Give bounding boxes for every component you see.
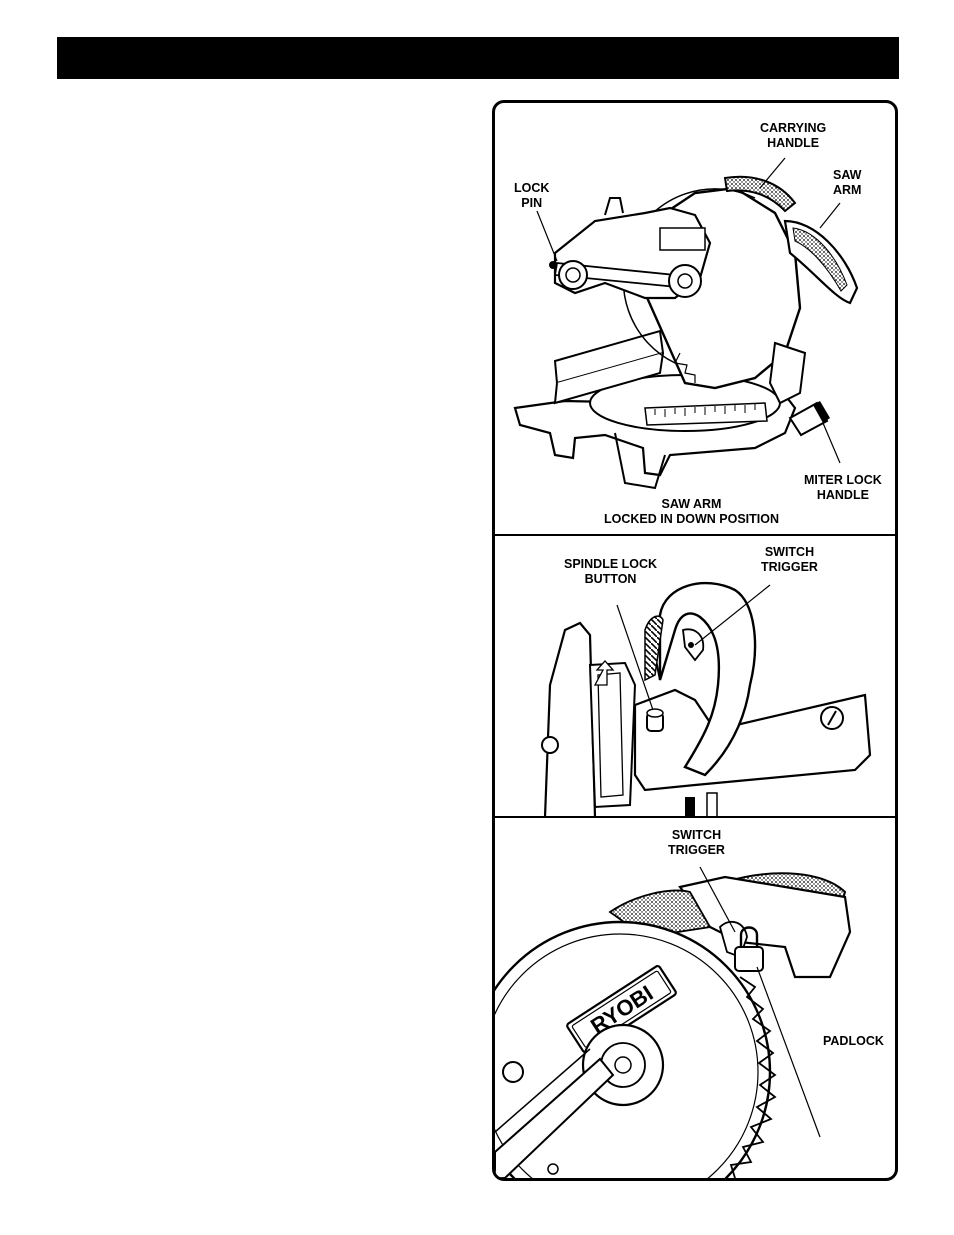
caption-line: SAW ARM	[661, 497, 722, 511]
figure-panel-spindle-lock: SPINDLE LOCK BUTTON SWITCH TRIGGER	[495, 535, 895, 817]
label-line: HANDLE	[767, 136, 820, 150]
figure-frame: CARRYING HANDLE SAW ARM LOCK PIN MITER L…	[492, 100, 898, 1181]
panel-divider	[495, 816, 895, 818]
label-carrying-handle: CARRYING HANDLE	[760, 121, 826, 151]
label-line: SWITCH	[764, 545, 815, 559]
caption-line: LOCKED IN DOWN POSITION	[604, 512, 779, 526]
label-switch-trigger-padlock: SWITCH TRIGGER	[668, 828, 725, 858]
label-line: ARM	[833, 183, 862, 197]
label-line: MITER LOCK	[804, 473, 882, 487]
padlock-illustration: RYOBI	[495, 866, 852, 1178]
spindle-lock-illustration	[541, 582, 872, 817]
label-line: PIN	[521, 196, 543, 210]
label-line: SWITCH	[671, 828, 722, 842]
figure-panel-padlock: RYOBI SWITCH TRIGGER PADLOCK	[495, 817, 895, 1178]
label-line: BUTTON	[584, 572, 637, 586]
label-line: CARRYING	[760, 121, 827, 135]
label-line: LOCK	[514, 181, 550, 195]
label-miter-lock-handle: MITER LOCK HANDLE	[804, 473, 882, 503]
section-header-bar	[57, 37, 899, 79]
caption-saw-arm-locked: SAW ARM LOCKED IN DOWN POSITION	[604, 497, 779, 527]
label-spindle-lock-button: SPINDLE LOCK BUTTON	[564, 557, 657, 587]
label-saw-arm: SAW ARM	[833, 168, 861, 198]
label-padlock: PADLOCK	[823, 1034, 884, 1048]
figure-panel-saw-arm-locked: CARRYING HANDLE SAW ARM LOCK PIN MITER L…	[495, 103, 895, 535]
label-line: TRIGGER	[668, 843, 725, 857]
label-line: SAW	[833, 168, 862, 182]
label-line: TRIGGER	[761, 560, 818, 574]
label-line: SPINDLE LOCK	[564, 557, 658, 571]
miter-saw-illustration	[513, 157, 859, 490]
label-lock-pin: LOCK PIN	[514, 181, 549, 211]
panel-divider	[495, 534, 895, 536]
label-switch-trigger: SWITCH TRIGGER	[761, 545, 818, 575]
label-line: HANDLE	[816, 488, 869, 502]
